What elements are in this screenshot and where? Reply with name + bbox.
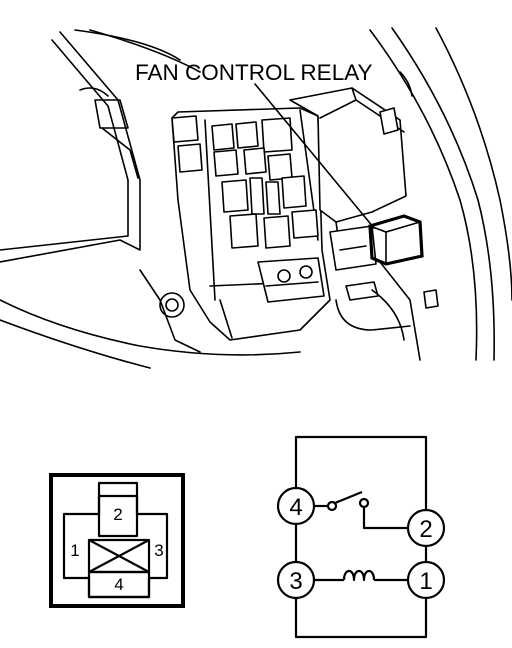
relay-schematic: [276, 435, 446, 639]
schematic-terminal-circle-2: [406, 508, 446, 548]
fan-control-relay-label: FAN CONTROL RELAY: [135, 60, 373, 85]
schematic-terminal-circle-3: [276, 560, 316, 600]
schematic-terminal-1: 1: [419, 568, 432, 595]
relay-connector-view: [49, 473, 185, 608]
schematic-terminal-circle-1: [406, 560, 446, 600]
connector-pin-3: 3: [154, 541, 163, 560]
connector-pin-4: 4: [114, 575, 123, 594]
schematic-terminal-circle-4: [276, 486, 316, 526]
schematic-terminal-4: 4: [289, 494, 302, 521]
engine-bay-illustration: [0, 27, 512, 369]
schematic-terminal-2: 2: [419, 516, 432, 543]
connector-pin-1: 1: [70, 541, 79, 560]
schematic-terminal-3: 3: [289, 568, 302, 595]
connector-pin-2: 2: [113, 505, 122, 524]
